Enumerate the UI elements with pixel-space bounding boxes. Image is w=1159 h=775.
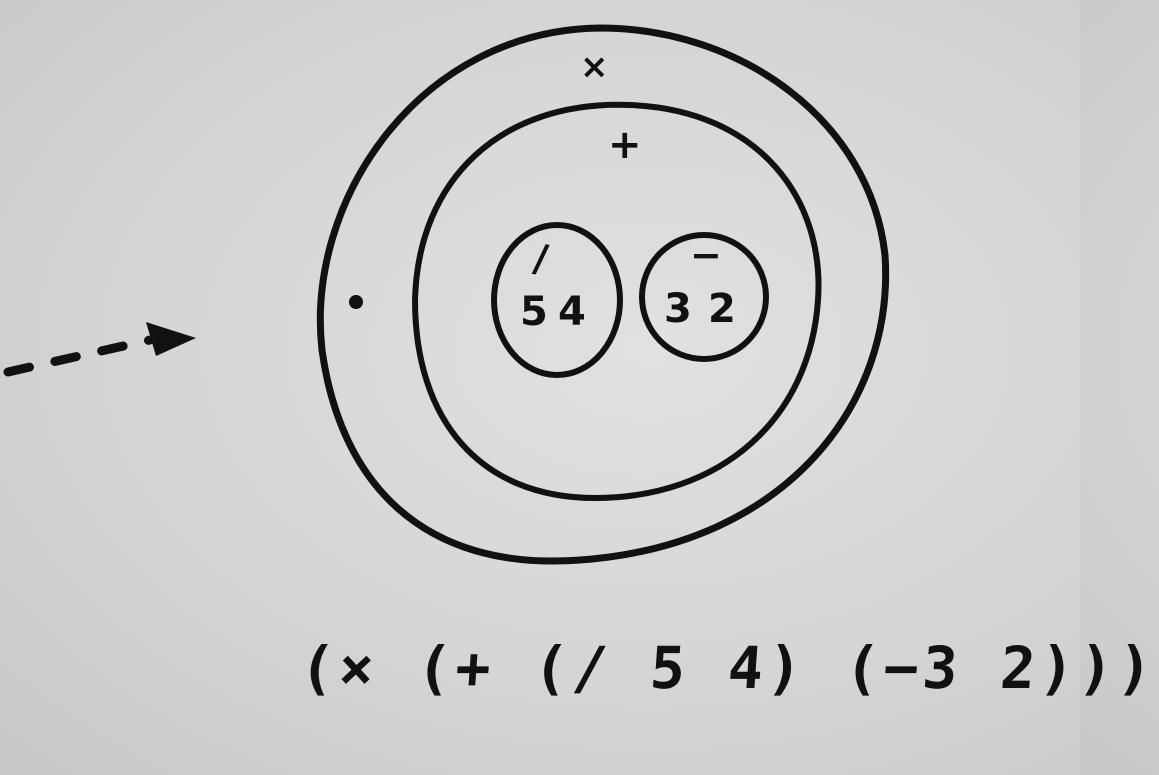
dashed-arrow-shaft — [3, 335, 155, 377]
right-inner-operator: − — [690, 233, 722, 277]
left-inner-circle: / 5 4 — [491, 222, 623, 378]
ring-dot — [349, 295, 363, 309]
middle-circle: + — [412, 101, 822, 501]
middle-circle-operator: + — [608, 122, 642, 168]
left-inner-operand-1: 5 — [520, 289, 548, 335]
right-inner-circle: − 3 2 — [639, 232, 769, 362]
left-inner-operand-2: 4 — [558, 289, 586, 335]
right-inner-operand-1: 3 — [664, 286, 692, 332]
right-inner-operand-2: 2 — [708, 286, 736, 332]
dashed-arrow — [3, 322, 196, 377]
dashed-arrow-head — [146, 322, 196, 356]
whiteboard-drawing: × + / 5 4 − 3 2 — [3, 24, 890, 565]
s-expression: (× (+ (/ 5 4) (−3 2))) — [297, 634, 1159, 702]
left-inner-operator: / — [531, 236, 551, 282]
outer-circle-operator: × — [580, 47, 609, 87]
outer-circle: × — [316, 24, 890, 565]
